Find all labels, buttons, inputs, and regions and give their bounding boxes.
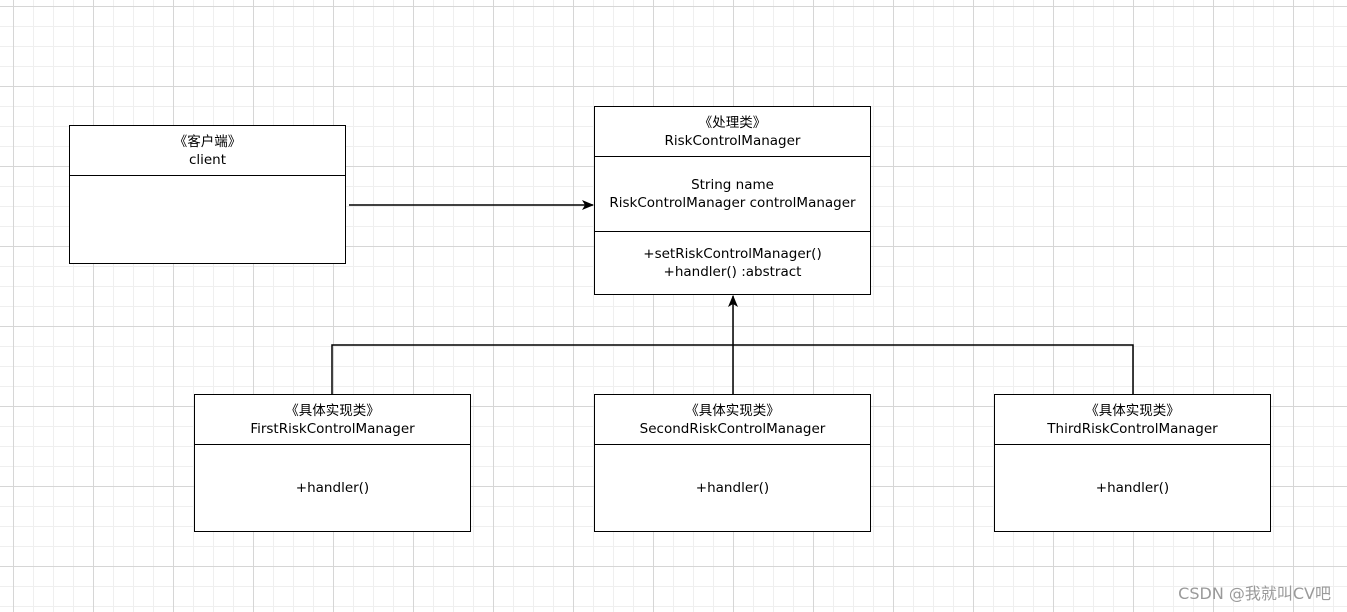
class-stereotype: 《具体实现类》 [685,402,780,419]
class-box-first-risk-control-manager[interactable]: 《具体实现类》 FirstRiskControlManager +handler… [194,394,471,532]
class-stereotype: 《客户端》 [173,133,242,150]
attribute-control-manager: RiskControlManager controlManager [609,195,856,211]
method-handler: +handler() [695,480,770,496]
class-body-empty [70,175,345,263]
class-box-third-risk-control-manager[interactable]: 《具体实现类》 ThirdRiskControlManager +handler… [994,394,1271,532]
class-header: 《具体实现类》 ThirdRiskControlManager [995,395,1270,444]
watermark: CSDN @我就叫CV吧 [1178,584,1331,603]
class-attributes: String name RiskControlManager controlMa… [595,156,870,231]
class-methods: +setRiskControlManager() +handler() :abs… [595,231,870,294]
class-methods: +handler() [995,444,1270,531]
class-header: 《具体实现类》 SecondRiskControlManager [595,395,870,444]
class-stereotype: 《处理类》 [698,114,767,131]
method-handler: +handler() [295,480,370,496]
class-header: 《处理类》 RiskControlManager [595,107,870,156]
class-methods: +handler() [595,444,870,531]
method-handler-abstract: +handler() :abstract [663,264,802,280]
class-name: client [188,151,227,168]
method-set-risk-control-manager: +setRiskControlManager() [643,246,822,262]
class-stereotype: 《具体实现类》 [285,402,380,419]
class-header: 《具体实现类》 FirstRiskControlManager [195,395,470,444]
class-box-risk-control-manager[interactable]: 《处理类》 RiskControlManager String name Ris… [594,106,871,295]
class-name: FirstRiskControlManager [250,420,415,437]
class-name: ThirdRiskControlManager [1047,420,1218,437]
class-stereotype: 《具体实现类》 [1085,402,1180,419]
class-header: 《客户端》 client [70,126,345,175]
class-box-client[interactable]: 《客户端》 client [69,125,346,264]
method-handler: +handler() [1095,480,1170,496]
class-methods: +handler() [195,444,470,531]
class-name: RiskControlManager [664,132,801,149]
class-name: SecondRiskControlManager [639,420,826,437]
attribute-name: String name [691,177,774,193]
class-box-second-risk-control-manager[interactable]: 《具体实现类》 SecondRiskControlManager +handle… [594,394,871,532]
